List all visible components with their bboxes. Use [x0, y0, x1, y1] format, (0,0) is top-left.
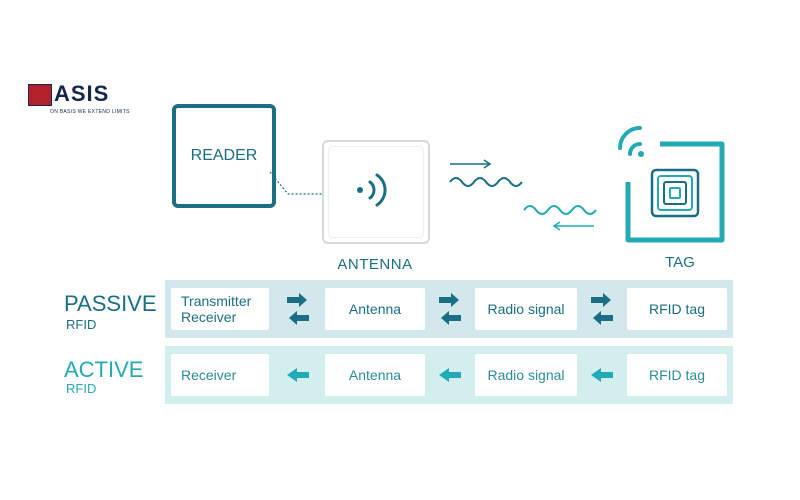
logo-tagline: ON BASIS WE EXTEND LIMITS [50, 109, 130, 115]
passive-subtitle: RFID [66, 317, 97, 332]
logo-text: ASIS [54, 81, 110, 106]
antenna-label: ANTENNA [337, 256, 413, 273]
active-cell-receiver: Receiver [171, 354, 269, 396]
brand-logo: ASIS ON BASIS WE EXTEND LIMITS [28, 81, 129, 120]
reader-label: READER [190, 147, 258, 164]
active-arrow-2 [439, 368, 461, 382]
passive-cell-radio-signal: Radio signal [475, 288, 577, 330]
logo-mark-icon [28, 84, 52, 106]
passive-cell-transmitter-receiver: Transmitter Receiver [171, 288, 269, 330]
active-cell-antenna: Antenna [325, 354, 425, 396]
outgoing-wave-icon [449, 159, 523, 187]
antenna-signal-icon [357, 173, 387, 207]
active-arrow-3 [591, 368, 613, 382]
passive-title: PASSIVE [64, 291, 157, 316]
passive-row: Transmitter Receiver Antenna Radio signa… [165, 280, 733, 338]
incoming-wave-icon [523, 205, 597, 231]
passive-arrows-3 [591, 293, 613, 325]
passive-arrows-1 [287, 293, 309, 325]
antenna-box [322, 140, 430, 244]
active-subtitle: RFID [66, 381, 97, 396]
reader-antenna-connector [269, 171, 324, 195]
active-arrow-1 [287, 368, 309, 382]
active-cell-rfid-tag: RFID tag [627, 354, 727, 396]
reader-box: READER [172, 104, 276, 208]
passive-cell-antenna: Antenna [325, 288, 425, 330]
rfid-tag-icon [618, 126, 725, 243]
active-row: Receiver Antenna Radio signal RFID tag [165, 346, 733, 404]
active-cell-radio-signal: Radio signal [475, 354, 577, 396]
tag-label: TAG [665, 254, 695, 271]
active-title: ACTIVE [64, 357, 144, 382]
passive-arrows-2 [439, 293, 461, 325]
passive-cell-rfid-tag: RFID tag [627, 288, 727, 330]
